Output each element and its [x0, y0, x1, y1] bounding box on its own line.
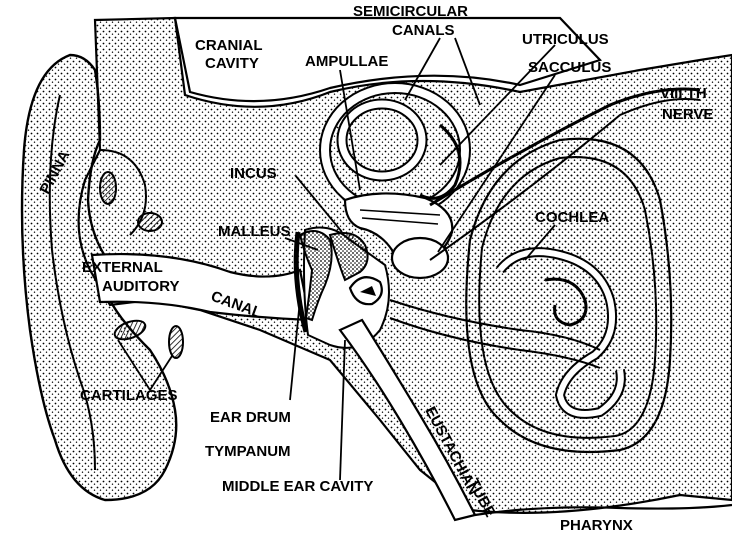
- cartilage-upper-1: [100, 172, 116, 204]
- label-ear-drum: EAR DRUM: [210, 409, 291, 426]
- label-tympanum: TYMPANUM: [205, 443, 291, 460]
- label-incus: INCUS: [230, 165, 277, 182]
- sacculus: [392, 238, 448, 278]
- label-malleus: MALLEUS: [218, 223, 291, 240]
- label-external: EXTERNAL: [82, 259, 163, 276]
- label-middle-ear-cavity: MIDDLE EAR CAVITY: [222, 478, 373, 495]
- cartilage-lower-2: [169, 326, 183, 358]
- label-pharynx: PHARYNX: [560, 517, 633, 534]
- label-cranial: CRANIAL: [195, 37, 263, 54]
- label-semicircular: SEMICIRCULAR: [353, 3, 468, 20]
- label-utriculus: UTRICULUS: [522, 31, 609, 48]
- label-cartilages: CARTILAGES: [80, 387, 178, 404]
- label-ampullae: AMPULLAE: [305, 53, 388, 70]
- cartilage-upper-2: [138, 213, 162, 231]
- label-canals: CANALS: [392, 22, 455, 39]
- label-nerve: NERVE: [662, 106, 713, 123]
- label-viii-th: VIII TH: [660, 85, 707, 102]
- label-sacculus: SACCULUS: [528, 59, 611, 76]
- label-auditory: AUDITORY: [102, 278, 180, 295]
- label-cochlea: COCHLEA: [535, 209, 609, 226]
- label-cavity: CAVITY: [205, 55, 259, 72]
